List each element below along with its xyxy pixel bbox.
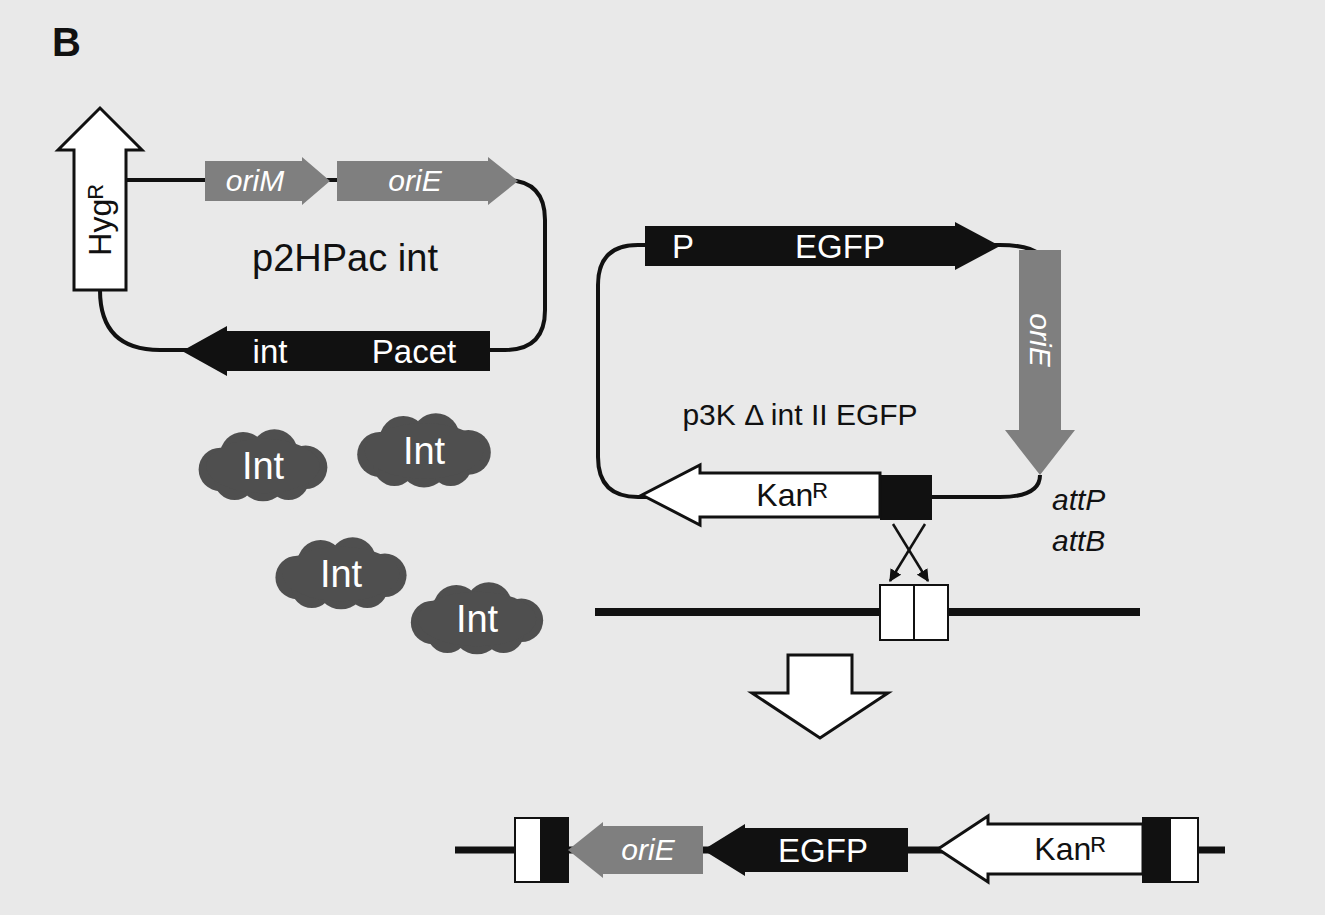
cloud-lobe [206,439,320,493]
gene-arrow: int Pacet [182,326,490,376]
attr-site [1143,818,1170,882]
node-text: Kanᴿ [1034,833,1105,865]
node-text: oriE [1025,313,1055,366]
cloud-lobe [365,423,483,479]
chromosome-line [595,608,1140,616]
node-text: EGFP [795,230,885,263]
integrase-cloud: Int [350,416,498,486]
site-label: attP [1052,485,1105,515]
node-text: Int [456,600,498,638]
arrow-outline [58,108,142,290]
arrow-outline [568,822,703,878]
plasmid-backbone [100,180,545,350]
attb-site [914,585,948,640]
plasmid-map: p3K Δ int II EGFP [598,245,1040,497]
arrow-outline [182,326,490,376]
node-text: oriM [226,166,284,196]
node-text: Hygᴿ [84,184,116,255]
attl-site [541,818,568,882]
recombination-line [893,524,928,581]
node-shape [598,245,1040,497]
node-text: Pacet [372,335,456,368]
plasmid-map: p2HPac int [100,180,545,350]
attb-site [880,585,914,640]
gene-arrow: Hygᴿ [58,108,142,290]
cloud-lobe [418,592,536,646]
node-text: Kanᴿ [756,479,827,511]
integrase-cloud: Int [192,432,334,500]
node-text: EGFP [778,834,868,867]
arrow-outline [205,157,330,205]
site-label: attB [1052,526,1105,556]
integrase-cloud: Int [403,585,551,653]
arrow-outline [938,816,1143,882]
cloud-lobe [283,547,400,601]
origin-arrow: oriE [337,157,518,205]
recombination-line [890,524,925,581]
gene-arrow: Kanᴿ [938,816,1143,882]
arrow-outline [642,465,880,525]
node-text: Int [242,447,284,485]
arrow-outline [645,222,1000,270]
gene-arrow: P EGFP [645,222,1000,270]
result-arrow [752,655,888,738]
integrase-cloud: Int [268,540,414,608]
arrow-outline [703,824,908,876]
origin-arrow: oriE [1005,250,1075,475]
arrow-outline [337,157,518,205]
node-text: int [253,335,288,368]
arrow-outline [1005,250,1075,475]
origin-arrow: oriE [568,822,703,878]
node-text: oriE [388,166,441,196]
plasmid-backbone [598,245,1040,497]
node-text: Int [320,555,362,593]
attl-site [515,818,541,882]
node-text: P [672,230,694,263]
gene-arrow: EGFP [703,824,908,876]
gene-arrow: Kanᴿ [642,465,880,525]
node-text: p2HPac int [252,239,438,277]
node-text: oriE [621,835,674,865]
node-text: Int [403,432,445,470]
panel-label: B [52,22,81,62]
node-text: p3K Δ int II EGFP [682,400,917,430]
origin-arrow: oriM [205,157,330,205]
attr-site [1170,818,1198,882]
